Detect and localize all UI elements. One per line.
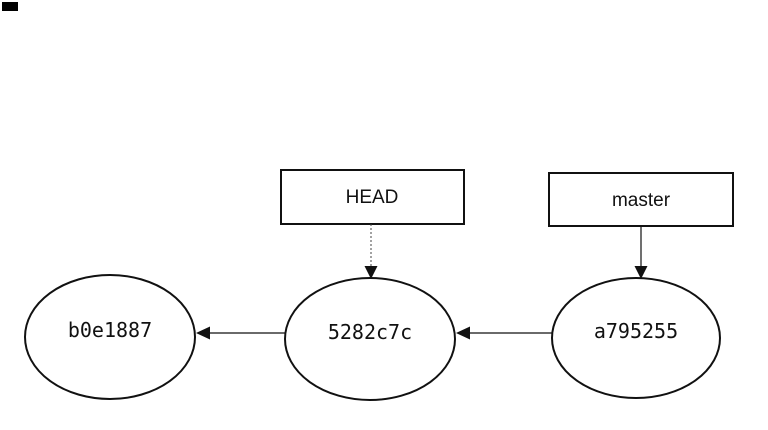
commit-label-5282c7c: 5282c7c xyxy=(328,320,412,344)
ref-label-head: HEAD xyxy=(346,187,399,208)
commit-node-a795255: a795255 xyxy=(551,277,721,399)
ref-box-master xyxy=(548,172,734,227)
edge-master-to-a795255 xyxy=(634,226,648,279)
ref-box-head xyxy=(280,169,465,225)
ref-node-master: master xyxy=(548,172,734,227)
commit-ellipse-b0e1887 xyxy=(24,274,196,400)
edge-a795255-to-5282c7c xyxy=(456,326,552,340)
arrowhead-down-icon xyxy=(364,266,378,279)
commit-node-b0e1887: b0e1887 xyxy=(24,274,196,400)
commit-label-b0e1887: b0e1887 xyxy=(68,318,152,342)
ref-node-head: HEAD xyxy=(280,169,465,225)
corner-artifact-mark xyxy=(2,2,18,11)
edge-5282c7c-to-b0e1887 xyxy=(196,326,285,340)
commit-label-a795255: a795255 xyxy=(594,319,678,343)
commit-node-5282c7c: 5282c7c xyxy=(284,277,456,401)
commit-ellipse-a795255 xyxy=(551,277,721,399)
arrowhead-left-icon xyxy=(456,326,470,340)
commit-ellipse-5282c7c xyxy=(284,277,456,401)
ref-label-master: master xyxy=(612,190,671,211)
arrowhead-left-icon xyxy=(196,326,210,340)
arrowhead-down-icon xyxy=(634,266,648,279)
edge-head-to-5282c7c xyxy=(364,224,378,279)
